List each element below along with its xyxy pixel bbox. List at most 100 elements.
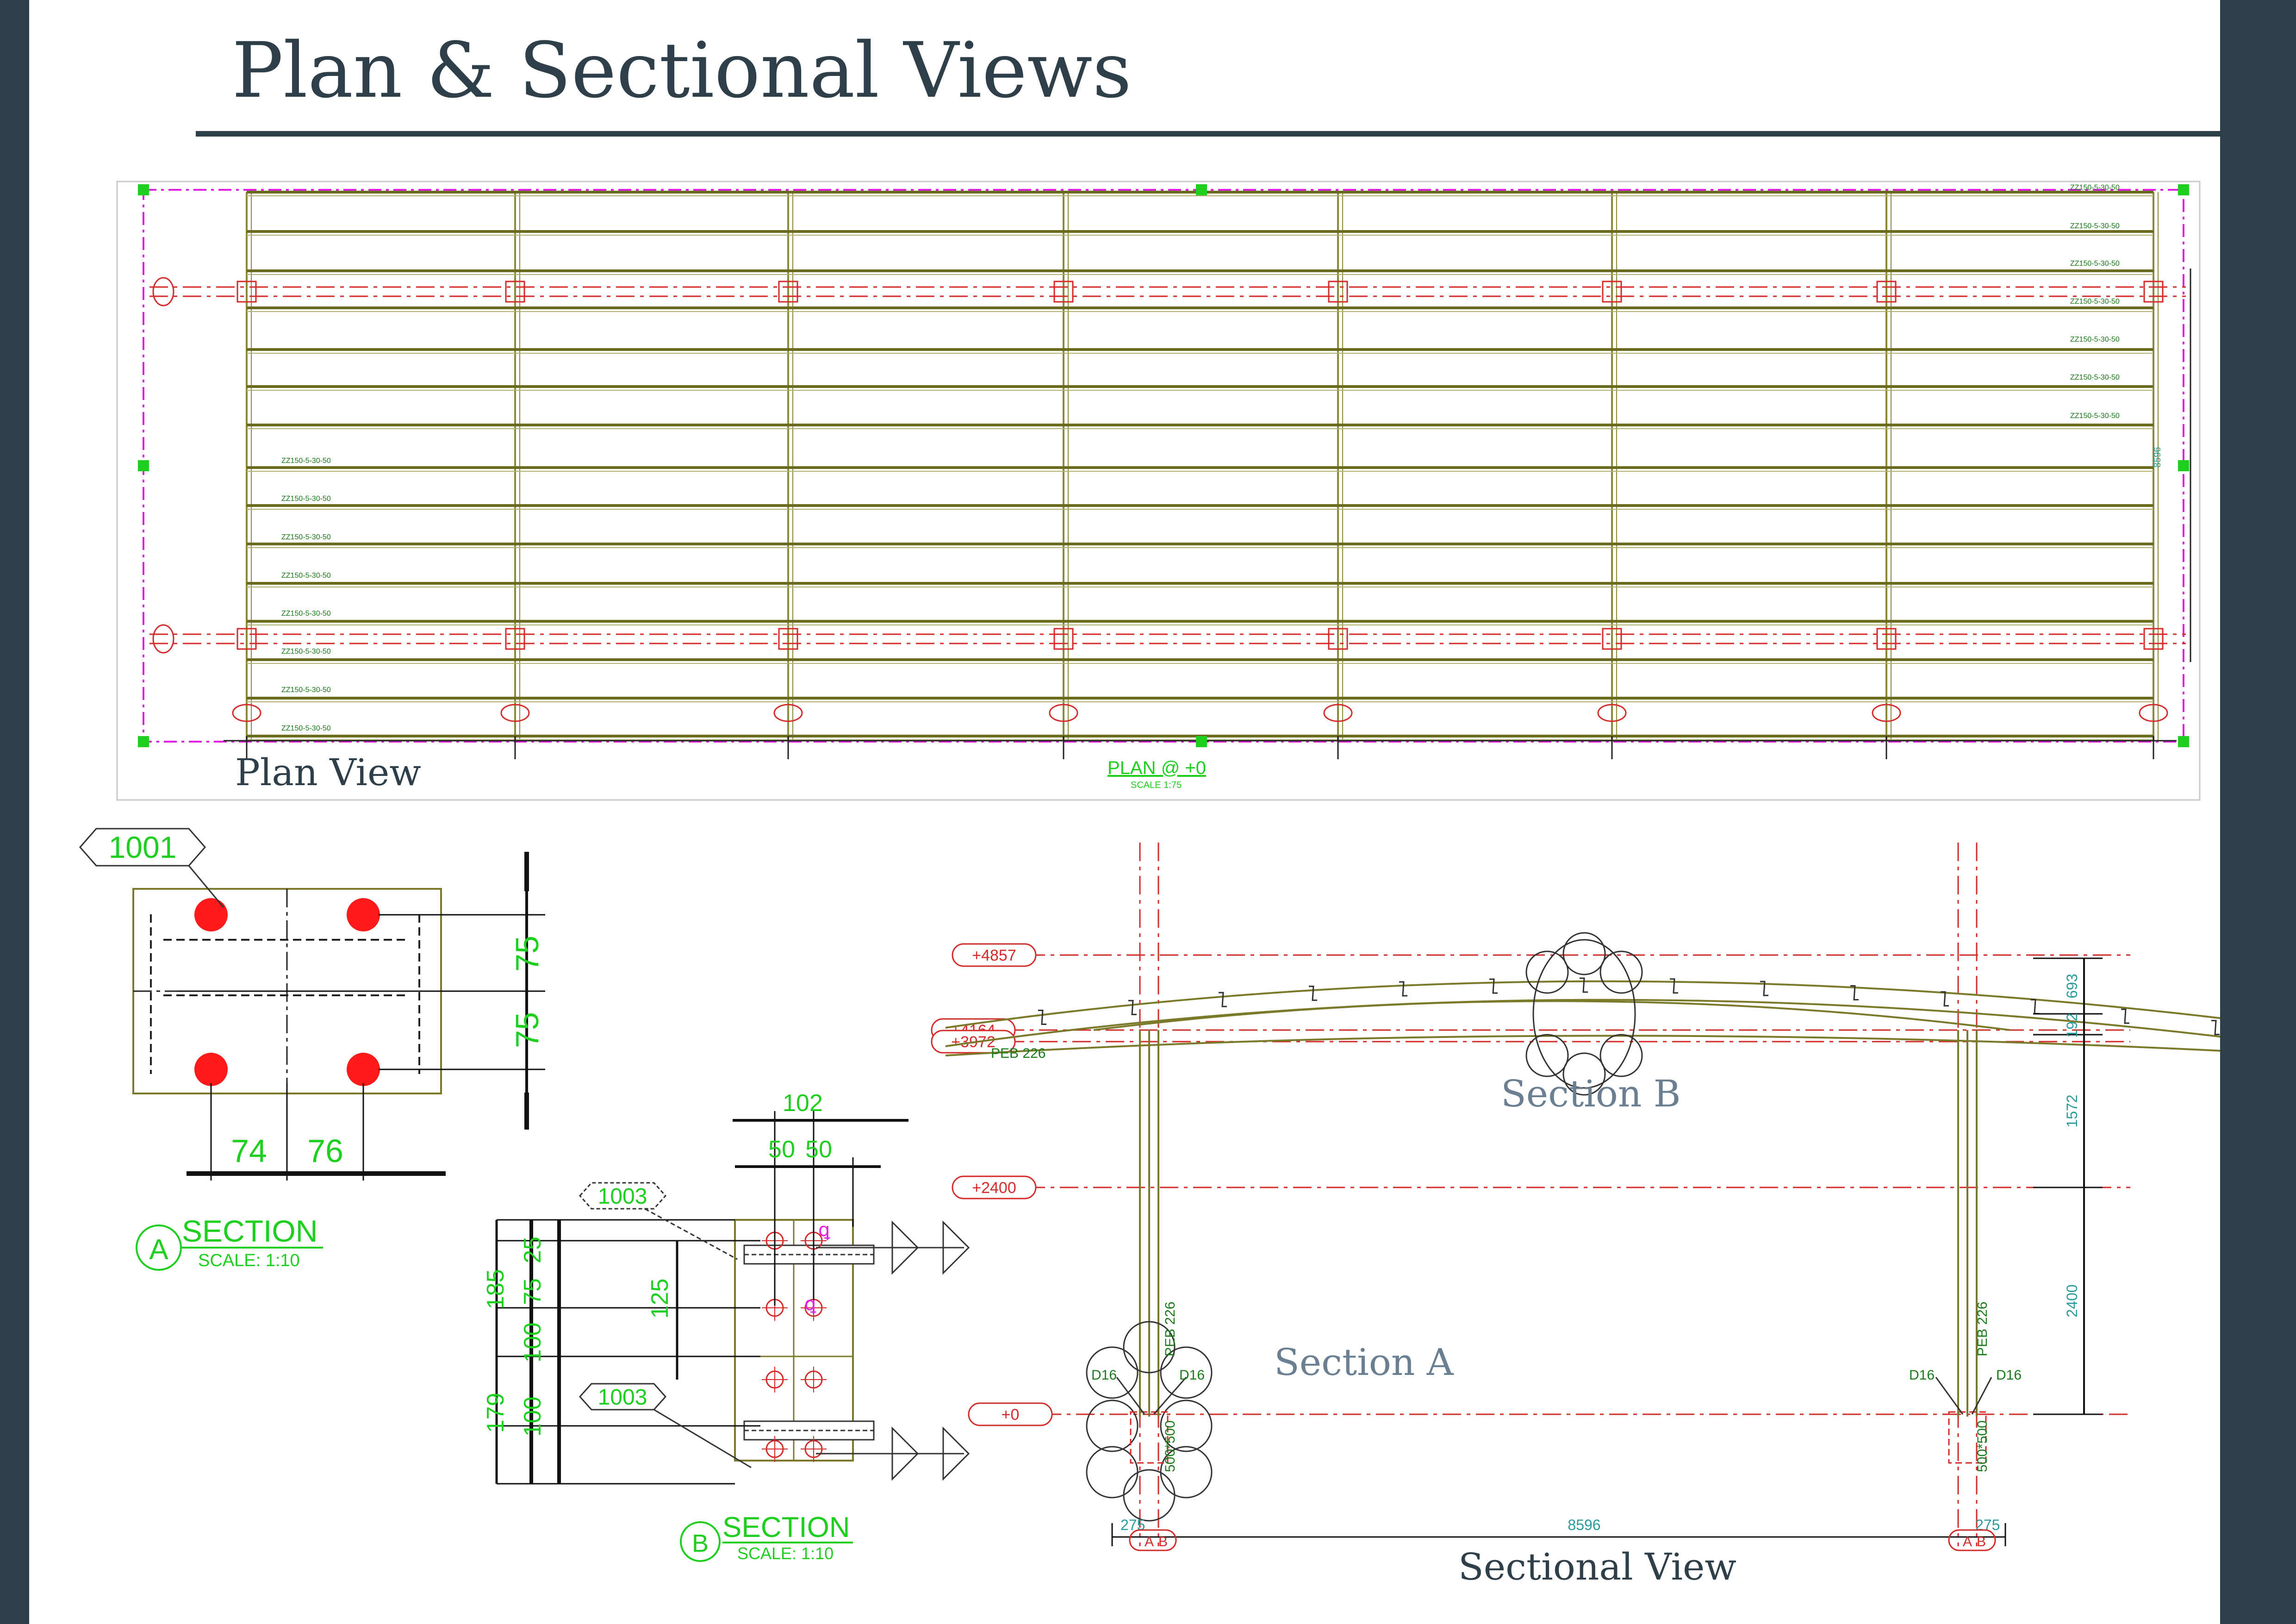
section-a-dim-75-top: 75 bbox=[509, 936, 545, 972]
selection-handle[interactable] bbox=[2178, 184, 2189, 195]
section-b-dim-102: 102 bbox=[783, 1090, 823, 1117]
title-rule bbox=[196, 131, 2220, 137]
plan-purlin-label: ZZ150-5-30-50 bbox=[281, 457, 331, 465]
sectional-level-bubble bbox=[968, 1402, 1053, 1426]
section-a-dim-75-bottom: 75 bbox=[509, 1012, 545, 1048]
sectional-right-dims bbox=[2033, 957, 2103, 1415]
section-a-cloud bbox=[1086, 1321, 1213, 1522]
sectional-grid-b-right: B bbox=[1977, 1534, 1986, 1549]
section-b-cloud bbox=[1525, 932, 1643, 1096]
section-b-dim-179: 179 bbox=[482, 1393, 509, 1433]
plan-view-caption: Plan View bbox=[235, 751, 421, 794]
sectional-bolt-label-3: D16 bbox=[1909, 1368, 1935, 1383]
section-a-detail: 75 75 74 76 1001 A SECTION SCALE: 1:10 bbox=[79, 828, 545, 1271]
plan-purlin-label: ZZ150-5-30-50 bbox=[281, 725, 331, 732]
plan-grid-bubble bbox=[773, 704, 803, 722]
sectional-callout-b: Section B bbox=[1501, 1072, 1681, 1115]
plan-grid-bubble bbox=[1597, 704, 1627, 722]
sectional-purlin bbox=[1580, 977, 1588, 993]
sectional-columns bbox=[1139, 1030, 1978, 1417]
section-b-dim-50b: 50 bbox=[805, 1136, 832, 1163]
sectional-purlin bbox=[2121, 1008, 2129, 1024]
plan-column-marker bbox=[236, 628, 257, 650]
plan-purlin-label: ZZ150-5-30-50 bbox=[2070, 222, 2120, 230]
section-b-weld-symbols bbox=[816, 1220, 970, 1481]
section-a-marker-circle bbox=[136, 1224, 182, 1271]
selection-handle[interactable] bbox=[138, 736, 149, 747]
plan-column-marker bbox=[1328, 281, 1348, 303]
plan-purlin-label: ZZ150-5-30-50 bbox=[2070, 184, 2120, 192]
sectional-purlin bbox=[1219, 992, 1227, 1007]
sectional-view-drawing: +4857+4164+3972+2400+0 Section B bbox=[931, 843, 2220, 1588]
sectional-purlin bbox=[1760, 981, 1768, 996]
svg-text:ꝗ: ꝗ bbox=[804, 1294, 816, 1314]
plan-row-bubble bbox=[152, 277, 174, 306]
section-a-tag: 1001 bbox=[109, 830, 177, 864]
section-a-tag-leader bbox=[188, 865, 224, 908]
plan-grid-bubble bbox=[1872, 704, 1901, 722]
section-b-detail: 102 50 50 25 75 100 100 185 179 125 1003… bbox=[482, 1090, 970, 1563]
sectional-dim-1572: 1572 bbox=[2064, 1094, 2080, 1127]
section-b-title: SECTION bbox=[722, 1512, 850, 1543]
section-a-scale: SCALE: 1:10 bbox=[198, 1251, 300, 1270]
selection-handle[interactable] bbox=[138, 184, 149, 195]
plan-column-marker bbox=[236, 281, 257, 303]
plan-purlin-label: ZZ150-5-30-50 bbox=[2070, 374, 2120, 381]
plan-column-marker bbox=[1876, 281, 1897, 303]
plan-row-bubble bbox=[152, 624, 174, 654]
plan-purlin-label: ZZ150-5-30-50 bbox=[2070, 336, 2120, 344]
plan-column-marker bbox=[1876, 628, 1897, 650]
section-a-dim-74: 74 bbox=[231, 1133, 267, 1169]
plan-column-marker bbox=[1053, 628, 1074, 650]
sectional-grid-b-left: B bbox=[1158, 1534, 1168, 1549]
plan-purlin-label: ZZ150-5-30-50 bbox=[281, 533, 331, 541]
plan-column-marker bbox=[1328, 628, 1348, 650]
sectional-level-label: +4857 bbox=[972, 947, 1016, 964]
section-b-scale: SCALE: 1:10 bbox=[737, 1544, 834, 1563]
section-a-tag-shape bbox=[79, 828, 206, 867]
sectional-rafter bbox=[945, 980, 2220, 1056]
sectional-purlin bbox=[2211, 1020, 2220, 1036]
plan-column-marker bbox=[1602, 628, 1622, 650]
sectional-level-label: +0 bbox=[1002, 1406, 1020, 1424]
selection-handle[interactable] bbox=[138, 460, 149, 471]
sectional-view-caption: Sectional View bbox=[1458, 1545, 1736, 1588]
selection-handle[interactable] bbox=[2178, 736, 2189, 747]
plan-grid-bubble bbox=[1049, 704, 1078, 722]
plan-purlin-label: ZZ150-5-30-50 bbox=[281, 648, 331, 656]
plan-grid-bubble bbox=[2139, 704, 2168, 722]
section-b-marker-circle bbox=[680, 1521, 721, 1562]
sectional-span-dim-label: 8596 bbox=[1568, 1517, 1600, 1533]
plan-column-marker bbox=[778, 628, 798, 650]
page-title: Plan & Sectional Views bbox=[232, 26, 1132, 115]
plan-column-marker bbox=[778, 281, 798, 303]
plan-overall-dim: 8596 bbox=[2153, 447, 2163, 468]
sectional-bolt-label-2: D16 bbox=[1179, 1368, 1205, 1383]
sectional-column-label-left: PEB 226 bbox=[1163, 1302, 1178, 1356]
sectional-footing-label-left: 500*500 bbox=[1163, 1420, 1178, 1472]
section-b-dim-25: 25 bbox=[519, 1237, 546, 1263]
svg-text:ꝗ: ꝗ bbox=[818, 1220, 830, 1240]
selection-handle[interactable] bbox=[1196, 184, 1207, 195]
section-b-dim-75: 75 bbox=[519, 1278, 546, 1305]
section-a-horizontal-dims bbox=[187, 1083, 446, 1181]
section-a-title: SECTION bbox=[182, 1214, 317, 1248]
plan-purlin-label: ZZ150-5-30-50 bbox=[281, 495, 331, 503]
selection-handle[interactable] bbox=[2178, 460, 2189, 471]
sectional-dim-693: 693 bbox=[2064, 974, 2080, 998]
selection-handle[interactable] bbox=[1196, 736, 1207, 747]
plan-title: PLAN @ +0 bbox=[1108, 758, 1206, 778]
plan-purlin-label: ZZ150-5-30-50 bbox=[2070, 260, 2120, 268]
sectional-grid-a-right: A bbox=[1963, 1534, 1972, 1549]
sectional-bolt-label-1: D16 bbox=[1091, 1368, 1117, 1383]
sectional-level-markers: +4857+4164+3972+2400+0 bbox=[931, 943, 2130, 1426]
plan-column-marker bbox=[1053, 281, 1074, 303]
sectional-bolt-leaders bbox=[1116, 1377, 1992, 1415]
plan-view-drawing: ZZ150-5-30-50ZZ150-5-30-50ZZ150-5-30-50Z… bbox=[116, 181, 2201, 801]
sectional-purlin bbox=[1941, 991, 1949, 1007]
plan-selection-handles bbox=[138, 184, 2189, 747]
sectional-edge-dim-left: 275 bbox=[1120, 1517, 1145, 1533]
sectional-purlin bbox=[1399, 981, 1407, 997]
sectional-dim-2400: 2400 bbox=[2064, 1284, 2080, 1317]
